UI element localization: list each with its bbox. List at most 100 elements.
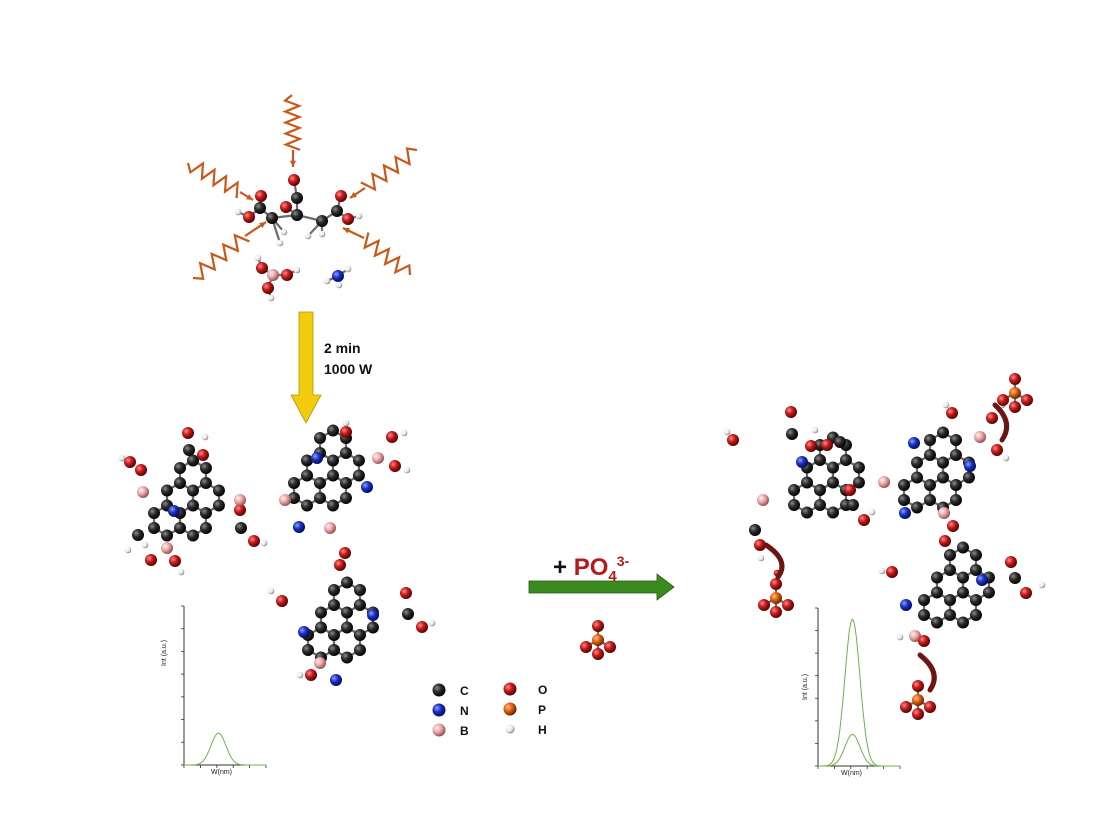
- carbon-atom: [788, 499, 801, 511]
- hydrogen-atom: [318, 230, 326, 238]
- carbon-dot-right-b: [878, 401, 1010, 532]
- carbon-atom: [173, 462, 186, 474]
- carbon-atom: [944, 564, 956, 576]
- oxygen-atom: [782, 599, 794, 611]
- carbon-atom: [839, 454, 852, 466]
- citric-acid-molecule: [234, 174, 363, 247]
- nitrogen-atom: [900, 599, 912, 611]
- hydrogen-atom: [723, 428, 731, 436]
- carbon-atom: [814, 454, 826, 466]
- nitrogen-atom: [311, 452, 323, 464]
- microwave-radiation: [186, 94, 418, 280]
- legend-oxygen-atom: [503, 682, 517, 696]
- hydrogen-atom: [878, 567, 886, 575]
- nitrogen-atom: [976, 574, 988, 586]
- oxygen-atom: [939, 535, 951, 547]
- oxygen-atom: [770, 606, 782, 618]
- microwave-wave: [282, 94, 303, 151]
- carbon-atom: [254, 202, 266, 214]
- hydrogen-atom: [234, 208, 242, 216]
- carbon-atom: [826, 476, 839, 489]
- oxygen-atom: [334, 559, 346, 571]
- hydrogen-atom: [267, 294, 275, 302]
- carbon-atom: [1009, 572, 1021, 584]
- oxygen-atom: [1005, 556, 1017, 568]
- carbon-atom: [949, 494, 962, 506]
- carbon-dot-right-a: [723, 406, 876, 562]
- carbon-atom: [339, 447, 352, 459]
- carbon-atom: [949, 449, 962, 461]
- microwave-arrow-head: [246, 194, 253, 200]
- carbon-atom: [212, 499, 225, 512]
- nitrogen-atom: [796, 456, 808, 468]
- carbon-atom: [956, 586, 969, 599]
- hydrogen-atom: [124, 546, 132, 554]
- oxygen-atom: [276, 595, 288, 607]
- carbon-atom: [148, 507, 161, 519]
- oxygen-atom: [280, 201, 292, 213]
- carbon-atom: [943, 549, 956, 561]
- boron-atom: [137, 486, 149, 498]
- hydrogen-atom: [428, 619, 436, 627]
- microwave-wave: [360, 147, 418, 192]
- carbon-atom: [340, 621, 353, 634]
- legend-label-b: B: [460, 724, 469, 738]
- reagent-formula-text: PO: [573, 554, 609, 581]
- hydrogen-atom: [355, 212, 363, 220]
- oxygen-atom: [758, 599, 770, 611]
- oxygen-atom: [858, 514, 870, 526]
- legend-label-c: C: [460, 684, 469, 698]
- oxygen-atom: [340, 426, 352, 438]
- hydrogen-atom: [118, 454, 126, 462]
- carbon-atom: [315, 606, 328, 619]
- microwave-arrow-head: [259, 222, 266, 229]
- nitrogen-atom: [964, 460, 976, 472]
- phosphate-ion-left: [758, 578, 794, 618]
- carbon-atom: [949, 434, 962, 446]
- carbon-atom: [936, 471, 949, 484]
- phosphate-reagent: [580, 620, 616, 660]
- carbon-atom: [212, 484, 225, 497]
- carbon-atom: [183, 444, 195, 456]
- carbon-atom: [353, 599, 366, 611]
- nitrogen-atom: [908, 437, 920, 449]
- carbon-atom: [982, 586, 995, 599]
- hydrogen-atom: [267, 587, 275, 595]
- oxygen-atom: [197, 449, 209, 461]
- oxygen-atom: [389, 460, 401, 472]
- oxygen-atom: [135, 464, 147, 476]
- carbon-atom: [199, 477, 212, 489]
- oxygen-atom: [805, 440, 817, 452]
- oxygen-atom: [886, 566, 898, 578]
- carbon-dot-center: [279, 419, 411, 559]
- carbon-atom: [326, 499, 339, 512]
- reagent-label: + PO43-: [553, 553, 629, 585]
- spectrum-right-plot: [815, 607, 901, 769]
- carbon-atom: [326, 454, 339, 467]
- spectrum-left-ylabel: Int (a.u.): [161, 639, 168, 666]
- phosphate-ion-top: [997, 373, 1033, 413]
- carbon-atom: [174, 477, 186, 489]
- carbon-dot-bottom: [267, 559, 436, 686]
- hydrogen-atom: [1038, 581, 1046, 589]
- microwave-arrow-head: [350, 191, 357, 198]
- carbon-atom: [132, 529, 144, 541]
- nitrogen-atom: [330, 674, 342, 686]
- carbon-atom: [898, 479, 911, 491]
- carbon-atom: [936, 456, 949, 469]
- microwave-wave: [186, 161, 239, 199]
- legend-nitrogen-atom: [432, 703, 446, 717]
- microwave-wave: [363, 232, 412, 276]
- oxygen-atom: [592, 648, 604, 660]
- legend-phosphorus-atom: [503, 702, 517, 716]
- spectrum-left-plot: [181, 605, 267, 768]
- oxygen-atom: [924, 701, 936, 713]
- hydrogen-atom: [296, 671, 304, 679]
- boron-atom: [324, 522, 336, 534]
- carbon-atom: [801, 506, 814, 519]
- binding-arrow: [992, 402, 1010, 443]
- carbon-atom: [148, 522, 161, 534]
- carbon-atom: [186, 484, 199, 497]
- carbon-atom: [956, 616, 969, 629]
